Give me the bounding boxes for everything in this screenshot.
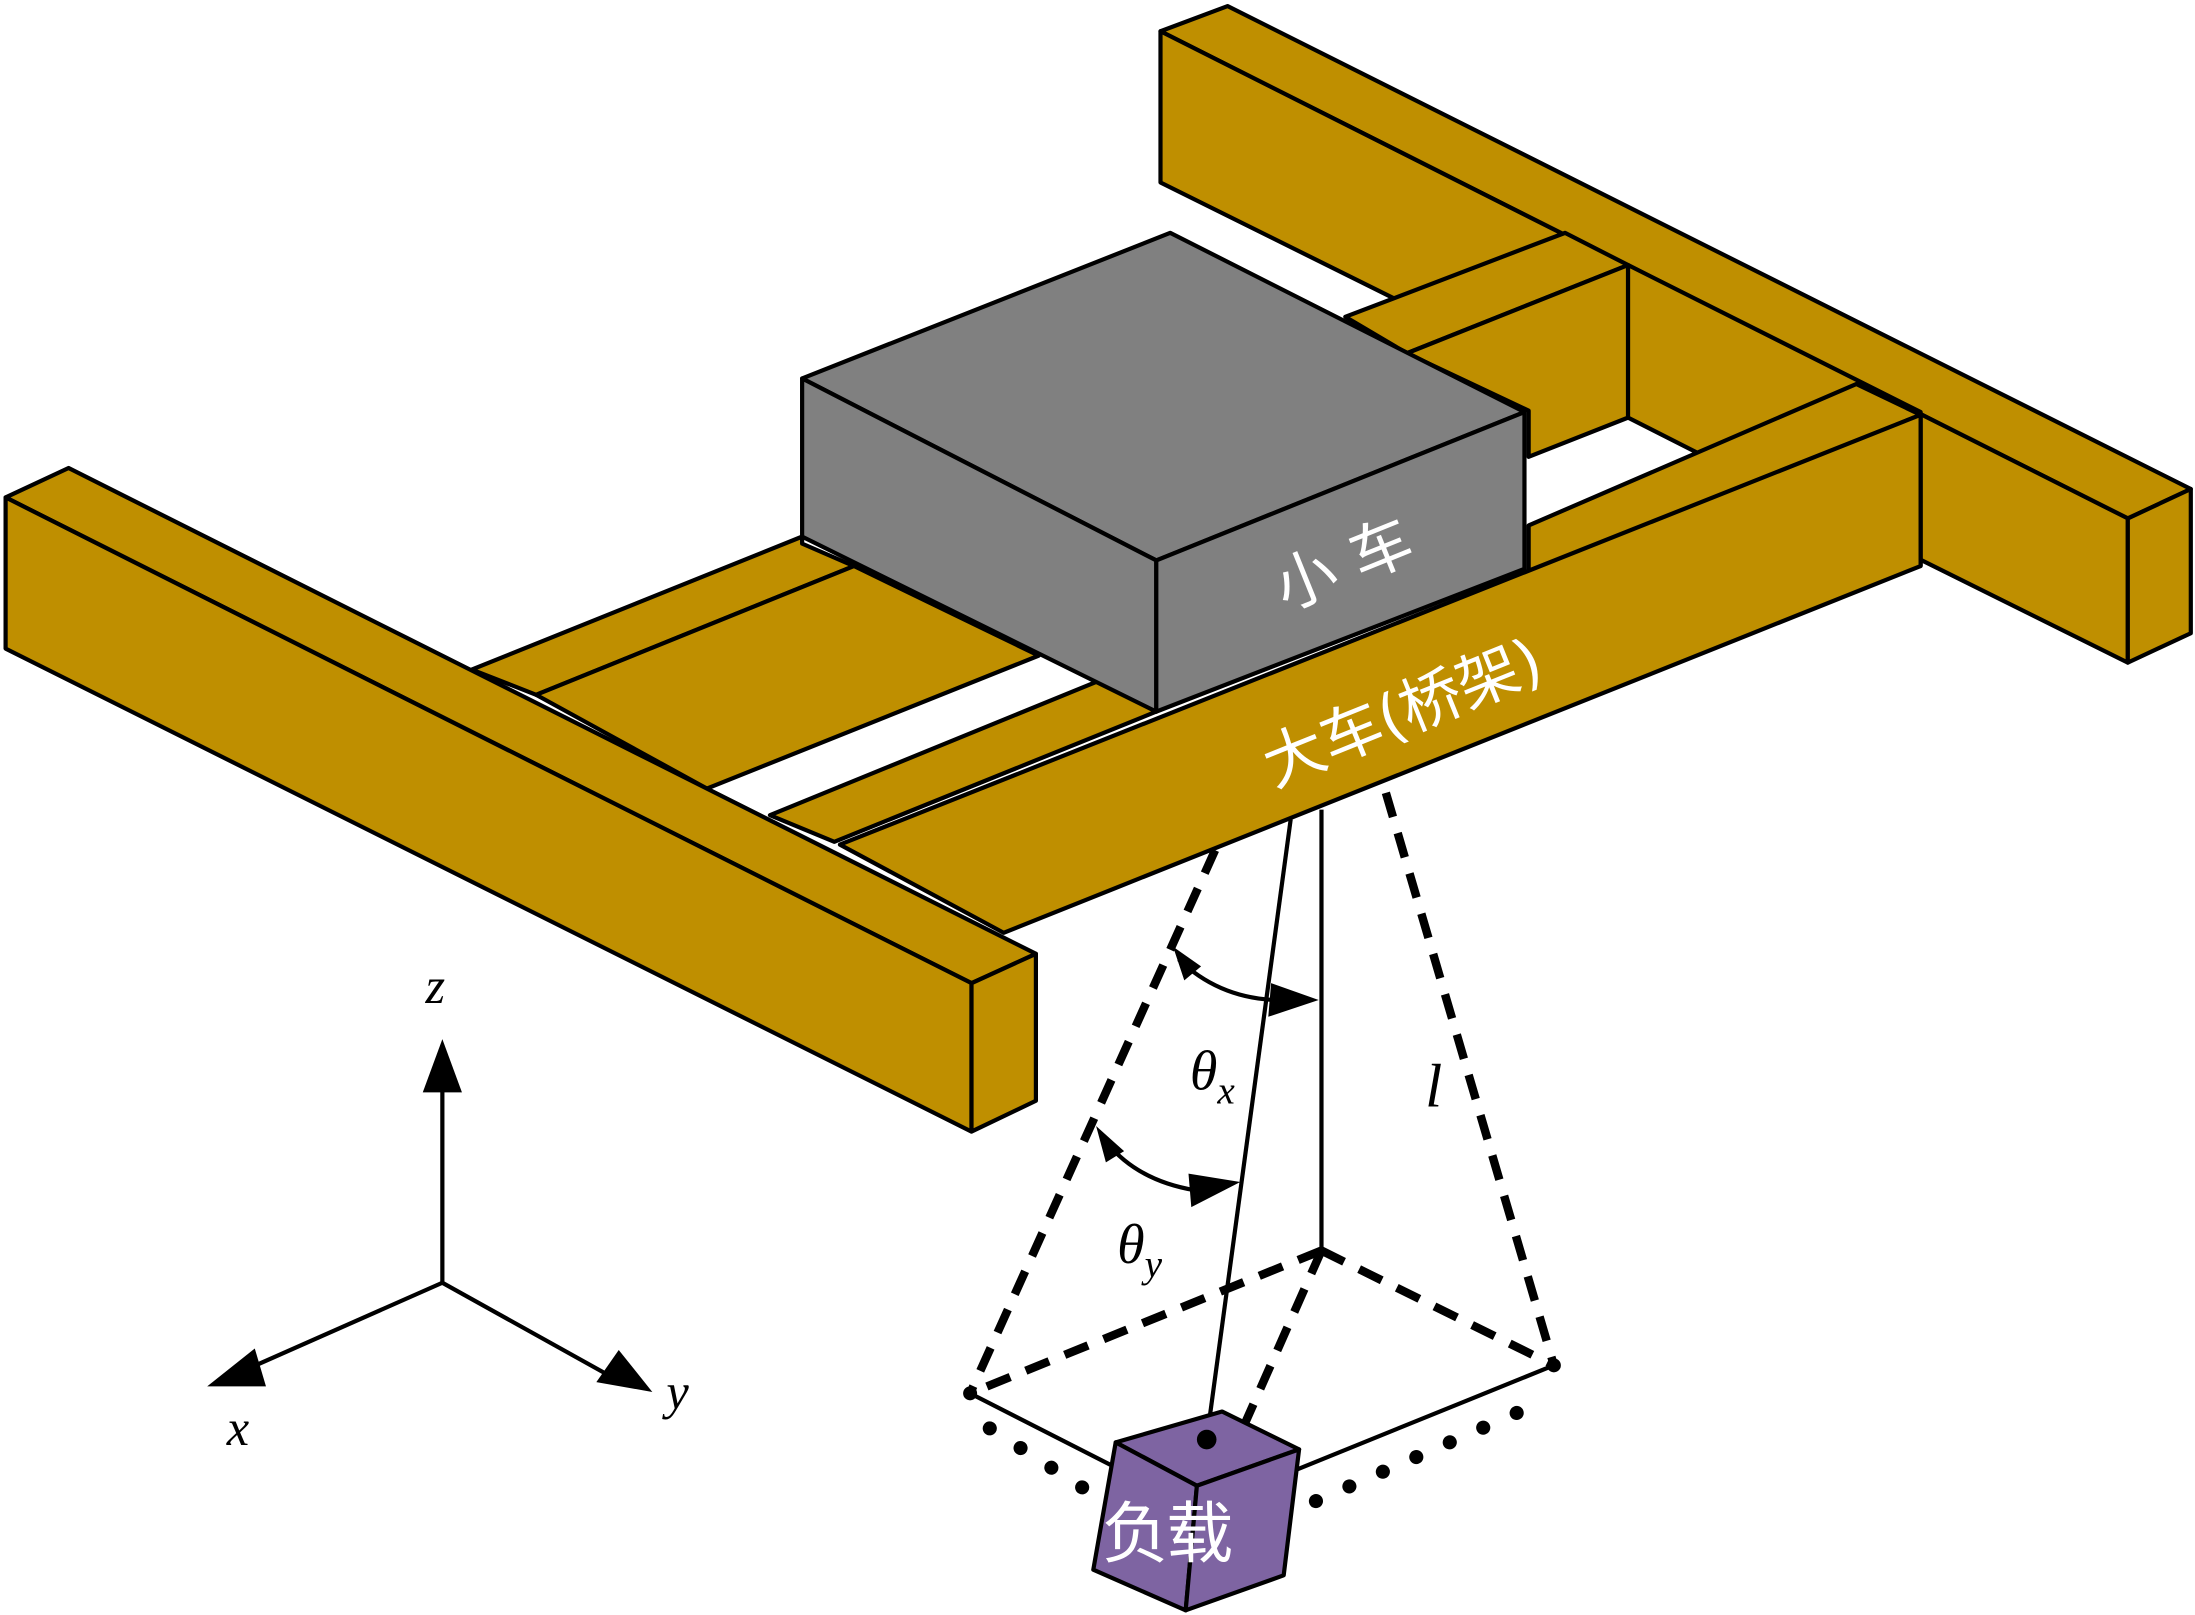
axis-z-label: z (425, 958, 446, 1014)
y-axis-arrowhead (596, 1349, 653, 1392)
theta-y-label: θy (1117, 1214, 1163, 1286)
axis-y-label: y (661, 1364, 689, 1420)
theta-x-label: θx (1190, 1041, 1236, 1113)
swing-envelope (963, 791, 1561, 1510)
axis-x-label: x (226, 1400, 249, 1456)
bridge-girder (837, 381, 1923, 935)
rope-length-label: l (1425, 1052, 1442, 1120)
load-label: 负载 (1102, 1495, 1231, 1573)
theta-y-arc (1096, 1125, 1241, 1208)
theta-x-arc (1173, 946, 1319, 1017)
coordinate-axes (207, 1039, 653, 1392)
left-cross-members (469, 534, 1159, 844)
trolley (800, 230, 1527, 714)
x-axis-arrowhead (207, 1348, 266, 1387)
z-axis-arrowhead (422, 1039, 462, 1093)
load-box (1091, 1409, 1302, 1613)
rope (1204, 819, 1293, 1440)
left-rail-beam (3, 465, 1039, 1134)
